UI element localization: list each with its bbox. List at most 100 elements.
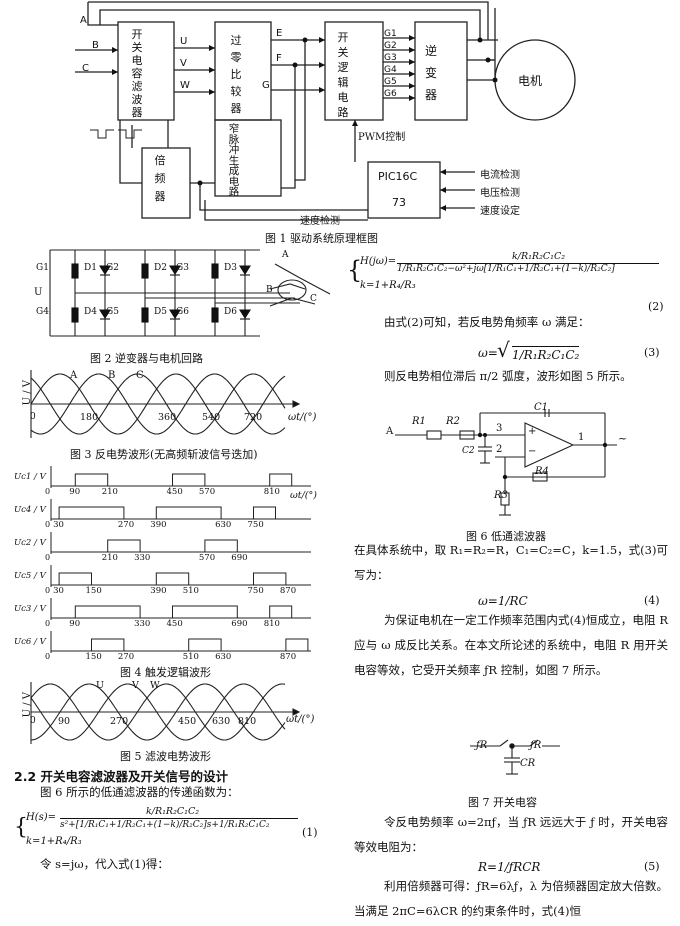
fig5-xlabel: ωt/(°) — [286, 714, 315, 725]
fig4-tick-label: 750 — [247, 520, 264, 530]
logic-block-label: 开关逻辑电路 — [337, 31, 349, 119]
fig4-pulse — [58, 572, 92, 585]
eq4: ω=1/RC — [478, 594, 528, 608]
fig4-tick-label: 870 — [279, 586, 297, 596]
fig4-row-label: Uᴄ3 / V — [14, 604, 46, 614]
eq5: R=1/ƒRCR — [478, 860, 541, 874]
figure-2-caption: 图 2 逆变器与电机回路 — [90, 352, 203, 365]
intro-paragraph: 图 6 所示的低通滤波器的传递函数为： — [40, 785, 239, 799]
d5-label: D5 — [154, 307, 167, 317]
fig7-fr1: ƒR — [476, 740, 488, 751]
g3-label: G3 — [176, 263, 189, 273]
paragraph-system: 在具体系统中，取 R₁=R₂=R，C₁=C₂=C，k=1.5，式(3)可写为： — [354, 543, 668, 582]
figure-7-caption: 图 7 开关电容 — [468, 796, 537, 809]
fig5-phase-v: V — [132, 680, 139, 691]
current-detect-label: 电流检测 — [480, 170, 520, 181]
mcu-label-2: 73 — [392, 196, 406, 209]
fig6-r2-label: R2 — [446, 416, 460, 427]
fig3-phase-b: B — [108, 370, 116, 381]
fig5-origin: 0 — [30, 716, 36, 726]
fig4-row-label: Uᴄ5 / V — [14, 571, 46, 581]
phase-b-label: B — [266, 285, 273, 295]
fig6-r1-label: R1 — [412, 416, 426, 427]
label-c: C — [82, 63, 89, 74]
fig4-tick-label: 330 — [134, 553, 151, 563]
d4-label: D4 — [84, 307, 97, 317]
eq2-lhs: H(jω)= — [360, 256, 397, 267]
fig6-c2-label: C2 — [462, 446, 475, 456]
figure-1-caption: 图 1 驱动系统原理框图 — [265, 232, 378, 245]
fig4-row-origin: 0 — [45, 652, 51, 661]
label-f: F — [276, 53, 282, 64]
eq1-fraction-bar — [60, 818, 298, 819]
pulse-block-label: 窄脉冲生成电路 — [228, 123, 240, 198]
fig5-tick-270: 270 — [110, 716, 129, 727]
fig4-tick-label: 630 — [215, 520, 232, 530]
fig6-plus: + — [528, 426, 537, 437]
section-heading: 2.2 开关电容滤波器及开关信号的设计 — [14, 769, 228, 784]
fig6-output: ~ — [618, 432, 628, 445]
fig3-origin: 0 — [30, 412, 36, 422]
fig4-tick-label: 150 — [85, 652, 102, 662]
d1-label: D1 — [84, 263, 97, 273]
fig4-tick-label: 30 — [53, 586, 64, 596]
fig5-tick-90: 90 — [58, 716, 71, 727]
figure-4-caption: 图 4 触发逻辑波形 — [120, 666, 211, 679]
fig6-a-label: A — [386, 426, 394, 437]
eq1-numerator: k/R₁R₂C₁C₂ — [146, 806, 200, 817]
eq5-number: (5) — [644, 860, 660, 873]
fig5-phase-2 — [30, 683, 286, 741]
fig3-ylabel: U / V — [22, 380, 33, 406]
paragraph-let-omega: 令反电势频率 ω=2πƒ，当 ƒR 远远大于 ƒ 时，开关电容等效电阻为： — [354, 815, 668, 854]
fig5-ylabel: U / V — [22, 692, 33, 718]
fig6-node-3: 3 — [496, 423, 503, 434]
fig4-row-label: Uᴄ6 / V — [14, 637, 46, 647]
fig4-pulse — [107, 539, 141, 552]
fig4-row-origin: 0 — [45, 553, 51, 562]
fig7-fr2: ƒR — [530, 740, 542, 751]
paragraph-from-eq2: 由式(2)可知，若反电势角频率 ω 满足： — [384, 315, 590, 329]
g5-label: G5 — [106, 307, 119, 317]
figure-6-caption: 图 6 低通滤波器 — [466, 530, 546, 543]
fig5-phase-1 — [30, 683, 286, 741]
eq2-brace: { — [347, 256, 363, 284]
label-b: B — [92, 40, 99, 51]
figure-3-caption: 图 3 反电势波形(无高频斩波信号迭加) — [70, 448, 258, 461]
eq3-radical: √ — [497, 338, 510, 362]
figure-2-inverter-circuit — [49, 249, 331, 337]
fig4-tick-label: 510 — [182, 652, 199, 662]
fig5-phase-w: W — [150, 680, 160, 691]
g2-label: G2 — [106, 263, 119, 273]
voltage-detect-label: 电压检测 — [480, 188, 520, 199]
op-amp-triangle — [524, 422, 575, 468]
fig4-tick-label: 330 — [134, 619, 151, 629]
phase-a-label: A — [282, 250, 289, 260]
let-s-paragraph: 令 s=jω，代入式(1)得： — [40, 857, 169, 871]
fig4-tick-label: 870 — [279, 652, 297, 662]
figure-7-switch-capacitor — [470, 739, 560, 775]
switch-logic-block — [324, 21, 384, 121]
freq-multiplier-label: 倍频器 — [154, 154, 166, 203]
motor-label: 电机 — [518, 74, 543, 88]
eq3-lhs: ω= — [478, 346, 498, 360]
fig6-minus: − — [528, 446, 537, 457]
fig3-x-arrow — [292, 400, 301, 408]
fig3-phase-a: A — [70, 370, 78, 381]
narrow-pulse-block — [214, 119, 282, 197]
fig4-tick-label: 150 — [85, 586, 102, 596]
fig5-tick-450: 450 — [178, 716, 197, 727]
fig4-pulse — [269, 473, 293, 486]
fig4-tick-label: 30 — [53, 520, 64, 530]
fig6-r4-label: R4 — [535, 466, 549, 477]
fig3-phase-c: C — [136, 370, 144, 381]
paragraph-multiplier: 利用倍频器可得：ƒR=6λƒ，λ 为倍频器固定放大倍数。当满足 2πC=6λCR… — [354, 879, 668, 918]
fig4-row-origin: 0 — [45, 619, 51, 628]
figure-6-low-pass-filter — [395, 409, 617, 516]
eq2-k: k=1+R₄/R₃ — [360, 280, 416, 291]
fig4-pulse — [58, 506, 125, 519]
fig4-pulse — [74, 473, 109, 486]
fig4-pulse — [253, 572, 287, 585]
eq1-denominator: s²+[1/R₁C₁+1/R₂C₁+(1−k)/R₂C₂]s+1/R₁R₂C₁C… — [60, 820, 270, 830]
fig4-pulse — [155, 572, 190, 585]
